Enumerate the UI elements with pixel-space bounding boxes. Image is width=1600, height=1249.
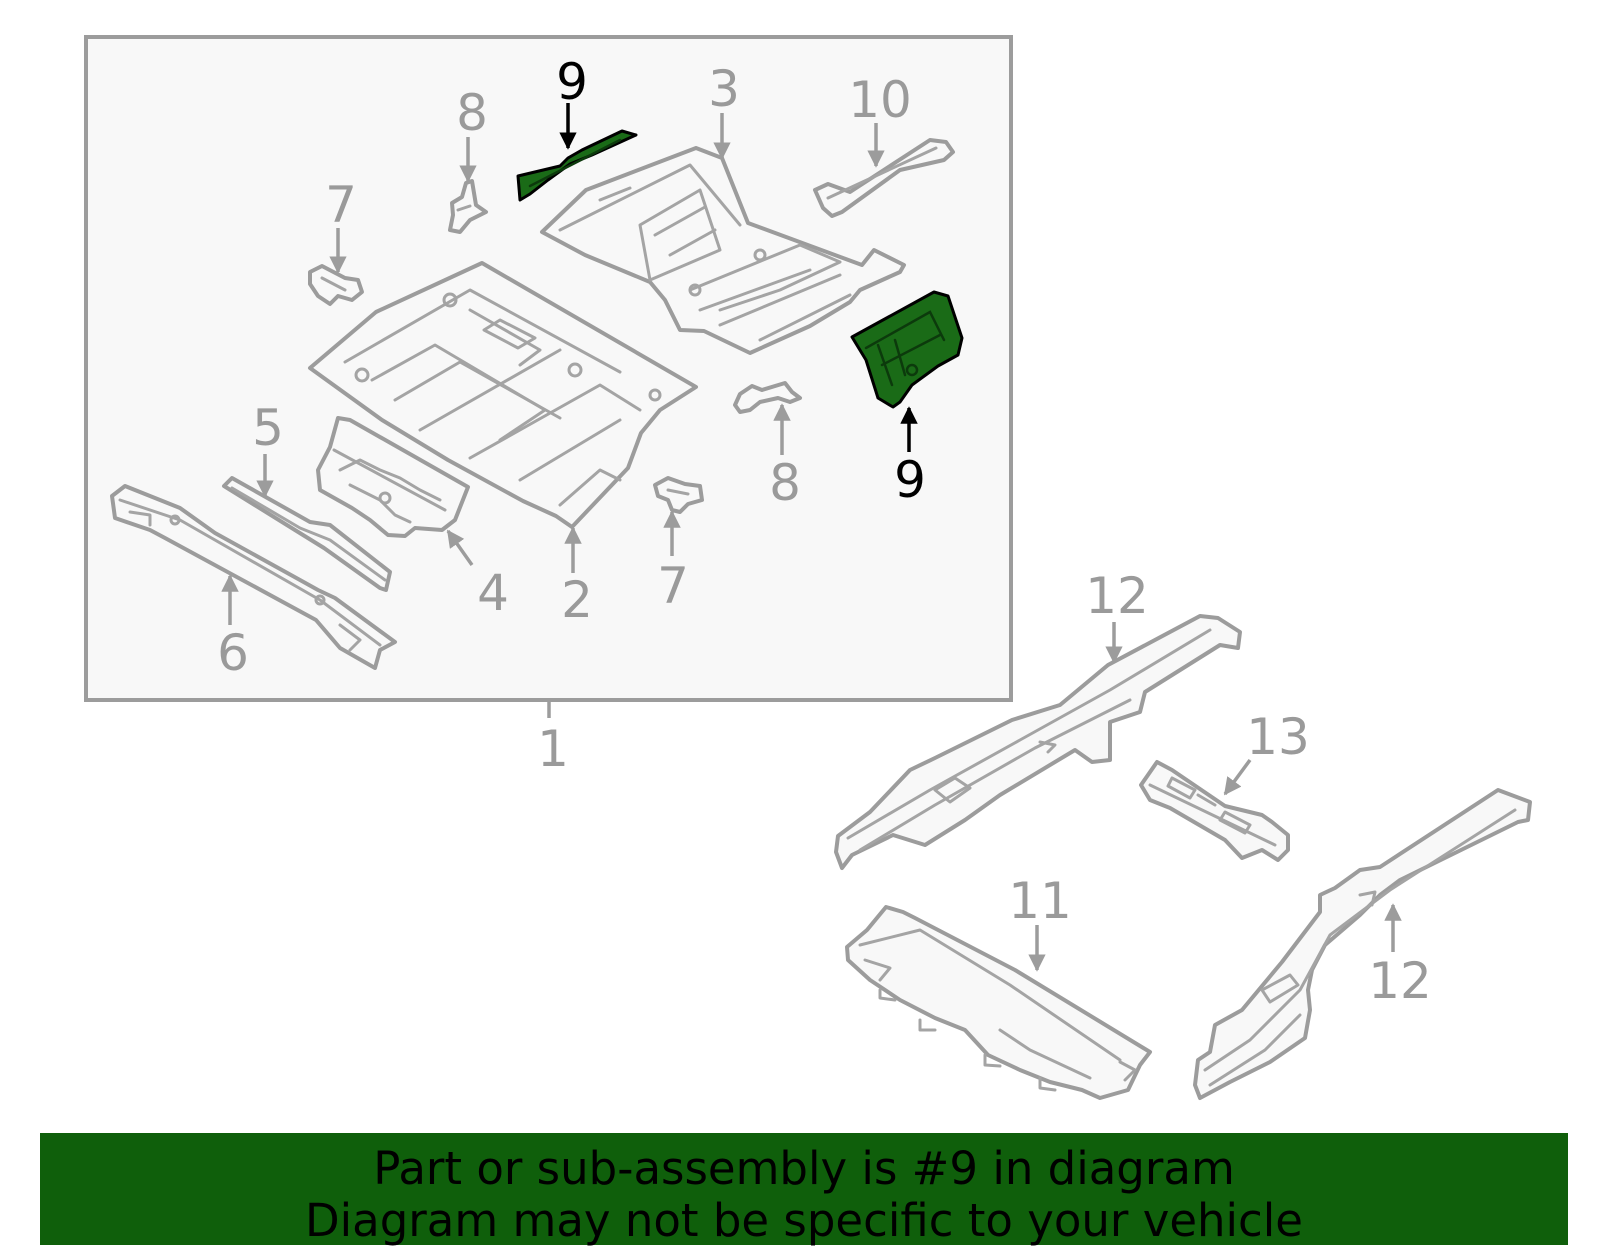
banner-line-1: Part or sub-assembly is #9 in diagram (373, 1142, 1235, 1195)
callout-11: 11 (1008, 872, 1072, 930)
callout-2: 2 (561, 571, 593, 629)
callout-7b: 7 (657, 557, 689, 615)
part-8-hook-bracket-upper[interactable] (448, 179, 488, 234)
part-2-front-floor-pan[interactable] (308, 261, 698, 529)
callout-12a: 12 (1085, 567, 1149, 625)
part-9-reinforcement-upper[interactable] (516, 129, 638, 202)
part-6-side-rail[interactable] (110, 484, 397, 670)
callout-13: 13 (1246, 708, 1310, 766)
callout-6: 6 (217, 624, 249, 682)
callout-10: 10 (848, 71, 912, 129)
callout-8b: 8 (769, 454, 801, 512)
callout-5: 5 (252, 399, 284, 457)
part-12-rail-upper[interactable] (834, 614, 1242, 870)
leader-line-4 (446, 529, 474, 567)
part-13-crossmember-small[interactable] (1139, 760, 1290, 862)
callout-3: 3 (708, 60, 740, 118)
leader-line-13 (1223, 758, 1252, 796)
part-12-rail-lower[interactable] (1193, 788, 1532, 1100)
callout-9b: 9 (894, 451, 926, 509)
callout-9a: 9 (556, 53, 588, 111)
part-notice-banner: Part or sub-assembly is #9 in diagram Di… (40, 1133, 1568, 1247)
callout-7a: 7 (325, 176, 357, 234)
callout-12b: 12 (1368, 952, 1432, 1010)
callout-4: 4 (477, 564, 509, 622)
part-4-crossmember-bracket[interactable] (316, 416, 470, 538)
part-5-crossmember-strip[interactable] (222, 476, 392, 592)
part-11-rear-crossmember[interactable] (845, 905, 1152, 1100)
part-7-bracket-upper[interactable] (308, 264, 364, 306)
part-10-rear-rail[interactable] (813, 138, 955, 218)
callout-8a: 8 (456, 84, 488, 142)
part-8-clip-bracket-lower[interactable] (733, 381, 802, 414)
banner-line-2: Diagram may not be specific to your vehi… (305, 1194, 1303, 1247)
callout-1: 1 (537, 720, 569, 778)
part-9-extension-panel-lower[interactable] (850, 290, 964, 409)
part-7-bracket-lower[interactable] (653, 476, 704, 514)
